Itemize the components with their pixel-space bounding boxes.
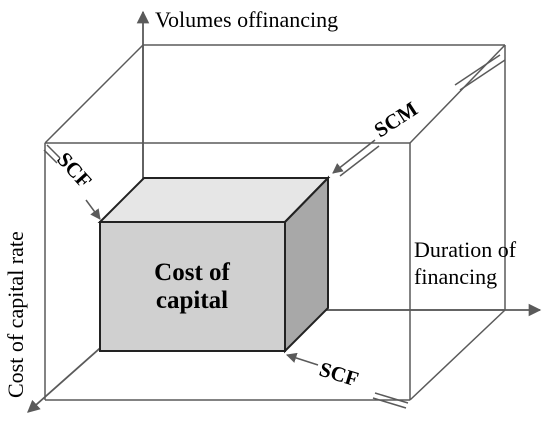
box-front-face <box>99 221 286 352</box>
flow-arrows <box>43 54 506 409</box>
side-axis-label: Cost of capital rate <box>3 231 28 398</box>
cost-of-capital-box <box>97 175 331 354</box>
box-label-line2: capital <box>156 287 228 314</box>
scm-label: SCM <box>370 97 422 143</box>
scf-bottom-arrow <box>286 352 319 366</box>
scm-arrow <box>332 139 376 174</box>
scf-top-left-label: SCF <box>52 147 96 193</box>
vertical-axis-label: Volumes offinancing <box>155 7 338 32</box>
scf-left-arrow <box>85 199 101 220</box>
depth-axis-label-line1: Duration of <box>414 237 517 262</box>
depth-axis-label-line2: financing <box>414 264 497 289</box>
box-label-line1: Cost of <box>154 259 230 286</box>
scf-bottom-label: SCF <box>317 357 362 392</box>
